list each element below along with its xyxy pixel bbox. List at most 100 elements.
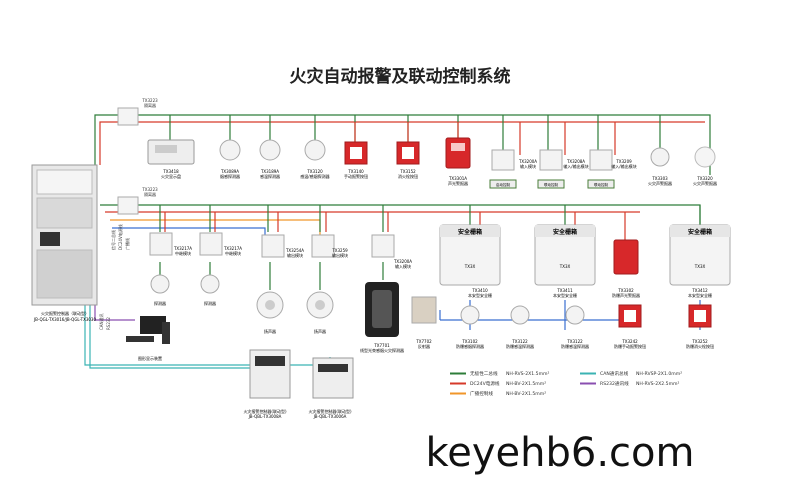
svg-text:TX3259: TX3259: [331, 248, 348, 253]
input-module-2: TX3200A 输入模块: [371, 234, 412, 269]
svg-text:感温/感烟探测器: 感温/感烟探测器: [300, 173, 329, 179]
legend-spec: NH-BV-2X1.5mm²: [506, 391, 546, 397]
ex-hydrant-button: TX3252 防爆消火栓按钮: [686, 304, 714, 349]
svg-text:手动报警按钮: 手动报警按钮: [344, 173, 368, 179]
svg-text:防爆感温探测器: 防爆感温探测器: [506, 343, 534, 349]
svg-text:TX3223: TX3223: [141, 187, 158, 192]
svg-text:TX3200A: TX3200A: [518, 159, 537, 164]
sounder-2: TX3320 火灾声警报器: [693, 146, 717, 186]
svg-text:TX3223: TX3223: [141, 98, 158, 103]
rs232-purple: [94, 300, 135, 321]
legend-spec: NH-RVSP-2X1.0mm²: [636, 371, 682, 377]
safety-barrier-box-2: 安全栅箱 TX3X TX3411 本安型安全栅: [534, 224, 596, 298]
svg-text:JB-QBL-TX3006A: JB-QBL-TX3006A: [313, 414, 347, 419]
legend-name: 广播控制线: [470, 390, 493, 397]
svg-text:TX3254A: TX3254A: [285, 248, 304, 253]
svg-text:火灾报警控制器(联动型): 火灾报警控制器(联动型): [243, 408, 287, 414]
io-module-2: 联动控制 TX3209 输入/输出模块: [587, 149, 637, 189]
explosion-proof-alarm: TX3302 防爆声光警报器: [612, 239, 640, 298]
ex-heat-detector-1: TX3122 防爆感温探测器: [506, 305, 534, 349]
diagram-title: 火灾自动报警及联动控制系统: [290, 66, 511, 87]
svg-text:TX3X: TX3X: [464, 264, 476, 269]
svg-text:安全栅箱: 安全栅箱: [688, 228, 712, 236]
speaker-1: 扬声器: [256, 291, 284, 334]
isolator-hub-mid: TX3223 隔离器: [117, 187, 158, 215]
second-bus-green: [100, 204, 701, 230]
svg-text:TX3102: TX3102: [461, 339, 478, 344]
svg-text:TX3209: TX3209: [615, 159, 632, 164]
legend-spec: NH-RVS-2X2.5mm²: [636, 381, 680, 387]
vertical-label-4: CAN通讯: [98, 313, 104, 330]
svg-text:本安型安全栅: 本安型安全栅: [468, 292, 492, 298]
svg-text:感温探测器: 感温探测器: [260, 173, 280, 179]
svg-text:联动控制: 联动控制: [594, 182, 608, 187]
svg-text:TX3140: TX3140: [347, 169, 364, 174]
svg-text:防爆消火栓按钮: 防爆消火栓按钮: [686, 343, 714, 349]
svg-text:TX3122: TX3122: [511, 339, 528, 344]
vertical-label-2: DC24V电源线: [117, 224, 123, 250]
heat-detector-1: TX3189A 感温探测器: [259, 139, 281, 179]
smoke-detector-1: TX3089A 烟感探测器: [219, 139, 241, 179]
svg-text:TX3X: TX3X: [694, 264, 706, 269]
legend-name: RS232通讯线: [600, 380, 629, 387]
svg-text:TX3320: TX3320: [696, 176, 713, 181]
svg-text:中继模块: 中继模块: [225, 250, 241, 256]
svg-text:启动控制: 启动控制: [496, 182, 510, 187]
svg-text:TX3252: TX3252: [691, 339, 708, 344]
svg-text:TX3200A: TX3200A: [393, 259, 412, 264]
svg-text:消火栓按钮: 消火栓按钮: [398, 173, 418, 179]
beam-detector: TX7701 线型光束感烟火灾探测器: [360, 282, 404, 353]
svg-text:反射器: 反射器: [418, 343, 430, 349]
svg-text:TX7701: TX7701: [373, 343, 390, 348]
svg-text:图形显示装置: 图形显示装置: [138, 355, 162, 361]
svg-text:防爆感烟探测器: 防爆感烟探测器: [456, 343, 484, 349]
svg-text:TX3411: TX3411: [556, 288, 573, 293]
svg-text:中继模块: 中继模块: [175, 250, 191, 256]
svg-text:输入模块: 输入模块: [395, 263, 411, 269]
svg-text:防爆感温探测器: 防爆感温探测器: [561, 343, 589, 349]
svg-text:TX3242: TX3242: [621, 339, 638, 344]
svg-text:输入/输出模块: 输入/输出模块: [563, 163, 588, 169]
safety-barrier-box-1: 安全栅箱 TX3X TX3410 本安型安全栅: [439, 224, 501, 298]
svg-text:TX3217A: TX3217A: [173, 246, 192, 251]
combo-detector: TX3120 感温/感烟探测器: [300, 139, 330, 179]
svg-text:TX3217A: TX3217A: [223, 246, 242, 251]
svg-text:安全栅箱: 安全栅箱: [553, 228, 577, 236]
svg-text:线型光束感烟火灾探测器: 线型光束感烟火灾探测器: [360, 347, 404, 353]
svg-text:TX3189A: TX3189A: [260, 169, 279, 174]
legend-spec: NH-RVS-2X1.5mm²: [506, 371, 550, 377]
input-module-top: 启动控制 TX3200A 输入模块: [489, 149, 537, 189]
legend: 无极性二总线 NH-RVS-2X1.5mm² DC24V电源线 NH-BV-2X1.5…: [450, 370, 682, 397]
svg-text:火灾声警报器: 火灾声警报器: [648, 180, 672, 186]
svg-text:探测器: 探测器: [204, 300, 216, 306]
svg-text:TX3303: TX3303: [651, 176, 668, 181]
io-module-1: 联动控制 TX3208A 输入/输出模块: [537, 149, 589, 189]
svg-text:扬声器: 扬声器: [314, 328, 326, 334]
top-bus-green: [94, 114, 711, 175]
isolator-hub-top: TX3223 隔离器: [117, 98, 158, 126]
hydrant-button: TX3152 消火栓按钮: [396, 141, 420, 179]
legend-name: 无极性二总线: [470, 370, 498, 377]
output-module-1: TX3254A 输出模块: [261, 234, 304, 258]
graphic-display-computer: 图形显示装置: [126, 316, 170, 361]
svg-text:扬声器: 扬声器: [264, 328, 276, 334]
sound-light-alarm: TX3301A 声光警报器: [445, 137, 471, 186]
svg-text:输入模块: 输入模块: [520, 163, 536, 169]
svg-text:TX3301A: TX3301A: [448, 176, 467, 181]
svg-text:防爆声光警报器: 防爆声光警报器: [612, 292, 640, 298]
svg-text:TX3152: TX3152: [399, 169, 416, 174]
relay-module-1: TX3217A 中继模块: [149, 232, 192, 256]
floor-panel-1: 火灾报警控制器(联动型) JB-QBL-TX3008A: [243, 349, 291, 419]
legend-name: DC24V电源线: [470, 380, 500, 387]
svg-text:TX3412: TX3412: [691, 288, 708, 293]
floor-panel-2: 火灾报警控制器(联动型) JB-QBL-TX3006A: [308, 357, 354, 419]
svg-text:TX3418: TX3418: [162, 169, 179, 174]
line-blue: [112, 227, 266, 235]
svg-text:火灾声警报器: 火灾声警报器: [693, 180, 717, 186]
ex-manual-call-point: TX3242 防爆手动报警按钮: [614, 304, 646, 349]
svg-text:TX3X: TX3X: [559, 264, 571, 269]
svg-text:输出模块: 输出模块: [332, 252, 348, 258]
legend-spec: NH-BV-2X1.5mm²: [506, 381, 546, 387]
detector-row3-1: 探测器: [150, 274, 170, 306]
